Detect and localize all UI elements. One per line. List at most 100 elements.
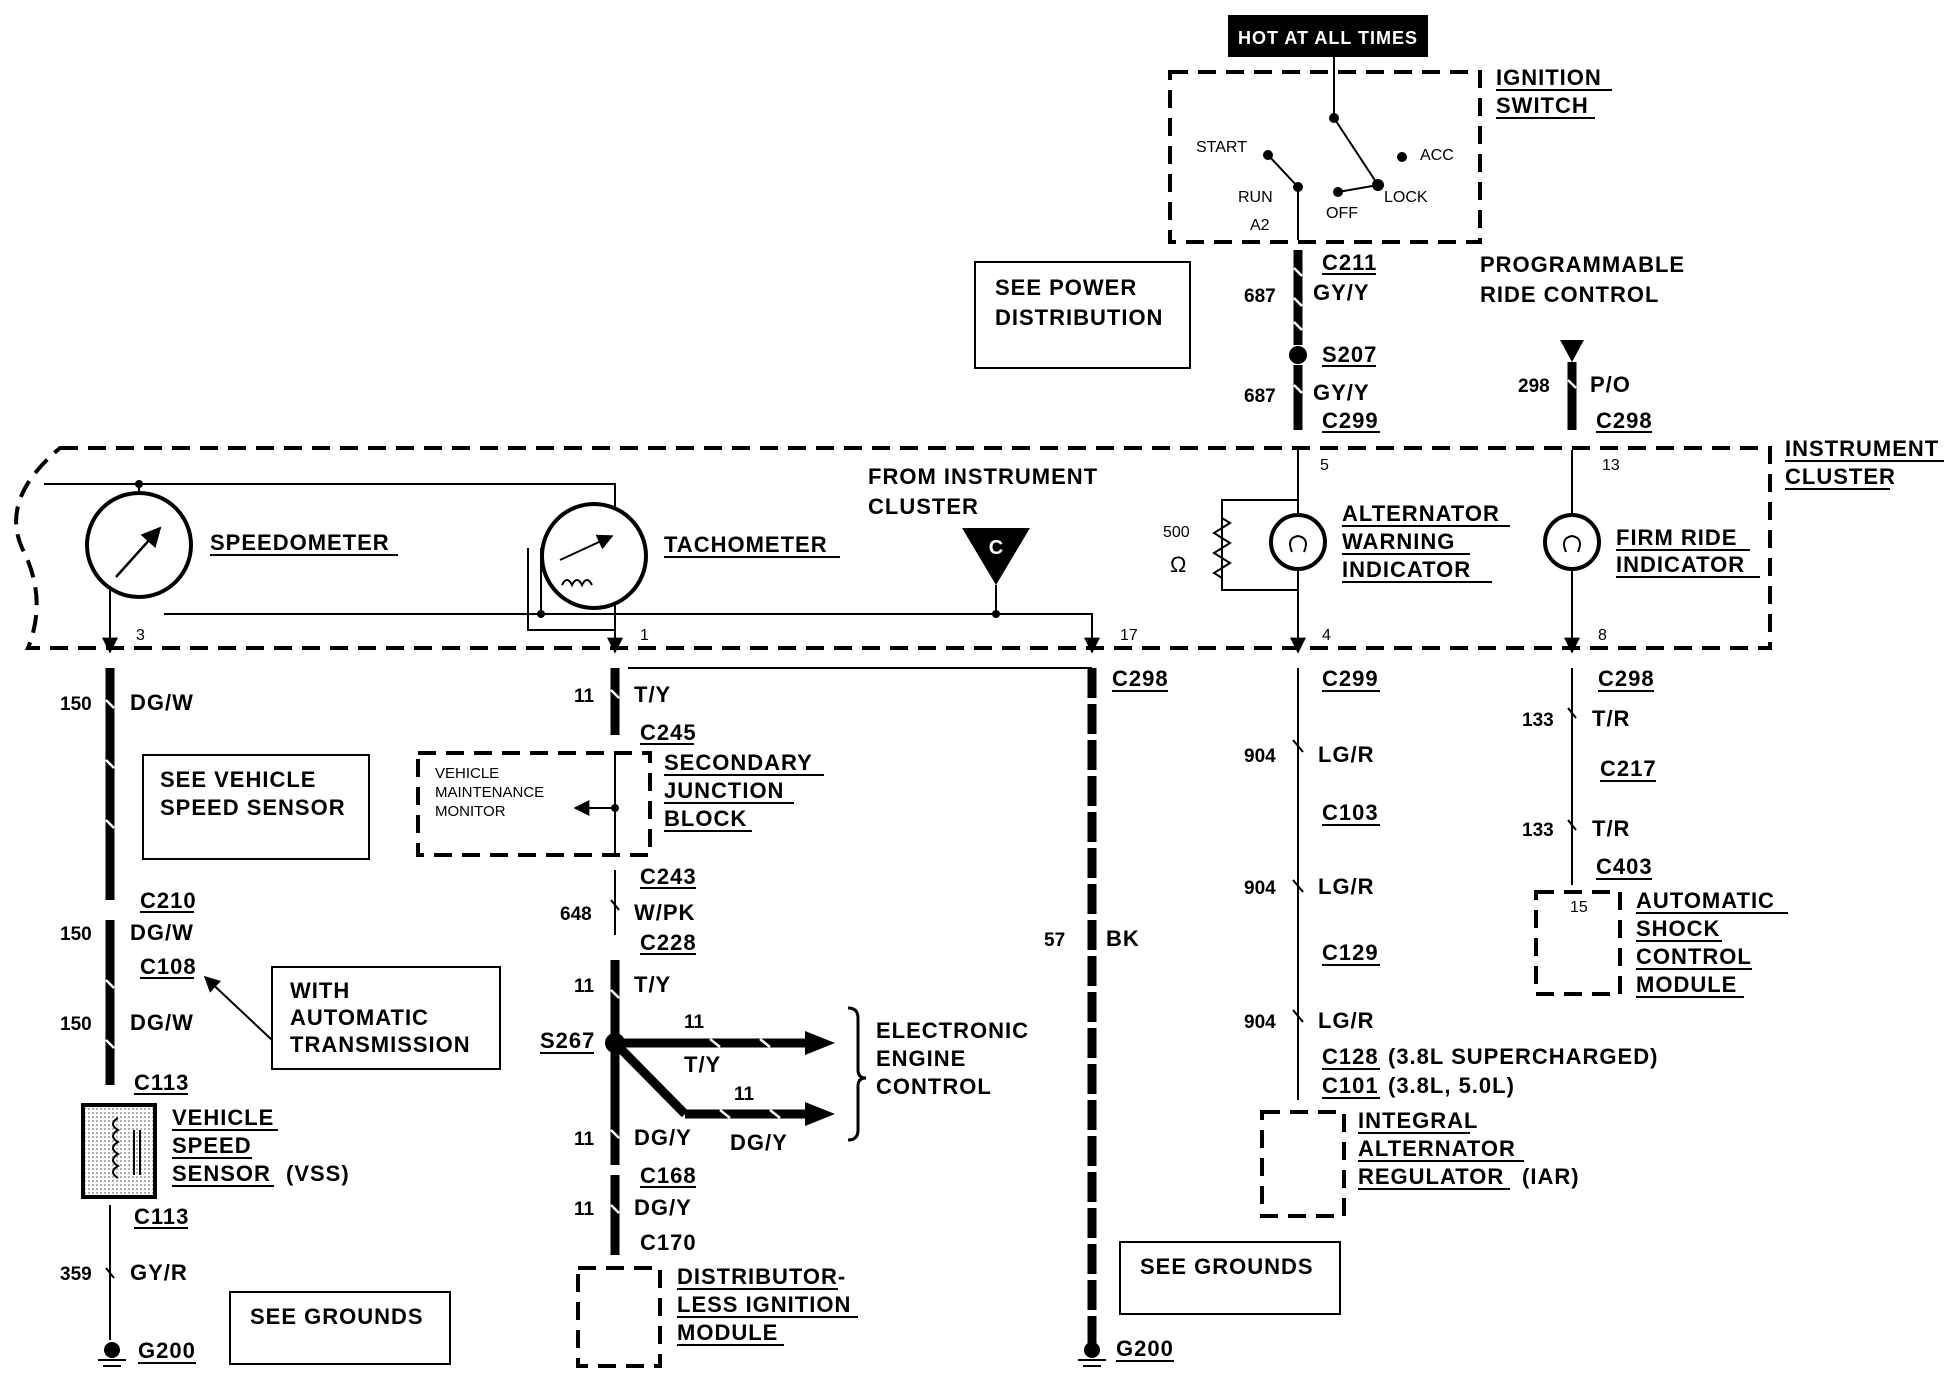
svg-text:(VSS): (VSS) <box>286 1161 350 1186</box>
svg-text:T/Y: T/Y <box>684 1052 721 1077</box>
svg-text:SENSOR: SENSOR <box>172 1161 271 1186</box>
svg-text:DG/Y: DG/Y <box>634 1195 692 1220</box>
wire-11: 11 T/Y C245 <box>574 668 696 745</box>
svg-text:DG/W: DG/W <box>130 1010 194 1035</box>
wire-57: C298 57 BK <box>628 666 1169 1345</box>
svg-text:G200: G200 <box>138 1338 196 1363</box>
svg-text:AUTOMATIC: AUTOMATIC <box>290 1005 429 1030</box>
vehicle-speed-sensor <box>81 1103 157 1199</box>
svg-text:G200: G200 <box>1116 1336 1174 1361</box>
svg-text:8: 8 <box>1598 627 1607 644</box>
svg-text:11: 11 <box>574 1199 595 1220</box>
svg-text:LOCK: LOCK <box>1384 189 1428 206</box>
svg-text:4: 4 <box>1322 627 1331 644</box>
svg-text:SEE VEHICLE: SEE VEHICLE <box>160 767 316 792</box>
svg-text:S267: S267 <box>540 1028 595 1053</box>
wire-648: C243 648 W/PK C228 <box>560 864 697 955</box>
automatic-shock-control-module-label: AUTOMATIC <box>1636 888 1775 913</box>
connector-reference-triangle: C <box>962 528 1030 585</box>
svg-text:GY/Y: GY/Y <box>1313 280 1370 305</box>
wire-687: 687 GY/Y 687 GY/Y C211 S207 C299 <box>1244 250 1380 433</box>
svg-text:LG/R: LG/R <box>1318 874 1375 899</box>
svg-text:C299: C299 <box>1322 666 1379 691</box>
svg-text:HOT AT ALL TIMES: HOT AT ALL TIMES <box>1238 28 1418 48</box>
svg-text:MAINTENANCE: MAINTENANCE <box>435 784 544 801</box>
instrument-cluster-label: INSTRUMENT <box>1785 436 1939 461</box>
ignition-switch: START ACC RUN LOCK OFF A2 <box>1168 57 1482 244</box>
svg-text:11: 11 <box>734 1084 755 1105</box>
tachometer <box>540 502 648 610</box>
svg-text:500: 500 <box>1163 524 1190 541</box>
svg-text:Ω: Ω <box>1170 552 1186 577</box>
svg-text:11: 11 <box>574 1129 595 1150</box>
svg-text:GY/Y: GY/Y <box>1313 380 1370 405</box>
svg-text:15: 15 <box>1570 899 1588 916</box>
svg-text:WARNING: WARNING <box>1342 529 1455 554</box>
svg-text:C228: C228 <box>640 930 697 955</box>
svg-text:CONTROL: CONTROL <box>1636 944 1752 969</box>
svg-text:C211: C211 <box>1322 250 1377 275</box>
svg-text:START: START <box>1196 139 1247 156</box>
alternator-warning-indicator-lamp <box>1269 513 1327 571</box>
svg-text:C101: C101 <box>1322 1073 1379 1098</box>
programmable-ride-control-label: PROGRAMMABLE <box>1480 252 1685 277</box>
wire-11-to-eec: 11 T/Y S267 11 T/Y 11 DG/Y 11 DG/Y C168 … <box>540 960 835 1255</box>
svg-text:CONTROL: CONTROL <box>876 1074 992 1099</box>
distributorless-ignition-module <box>576 1266 662 1368</box>
see-vehicle-speed-sensor-note: SEE VEHICLE SPEED SENSOR <box>142 754 370 860</box>
automatic-shock-control-module: 15 <box>1534 890 1622 996</box>
svg-text:11: 11 <box>574 686 595 707</box>
svg-text:687: 687 <box>1244 286 1276 307</box>
svg-text:OFF: OFF <box>1326 205 1358 222</box>
svg-text:SEE GROUNDS: SEE GROUNDS <box>1140 1254 1314 1279</box>
svg-text:MODULE: MODULE <box>1636 972 1737 997</box>
svg-text:13: 13 <box>1602 457 1620 474</box>
resistor-500-ohm: 500 Ω <box>1163 517 1232 579</box>
svg-text:C129: C129 <box>1322 940 1379 965</box>
svg-text:C299: C299 <box>1322 408 1379 433</box>
svg-text:(3.8L, 5.0L): (3.8L, 5.0L) <box>1388 1073 1515 1098</box>
svg-text:SPEED: SPEED <box>172 1133 252 1158</box>
svg-text:C298: C298 <box>1596 408 1653 433</box>
svg-text:T/R: T/R <box>1592 706 1630 731</box>
svg-text:C103: C103 <box>1322 800 1379 825</box>
instrument-cluster <box>14 446 1772 650</box>
svg-text:DG/Y: DG/Y <box>730 1130 788 1155</box>
svg-text:DG/W: DG/W <box>130 690 194 715</box>
svg-text:C217: C217 <box>1600 756 1657 781</box>
integral-alternator-regulator <box>1260 1110 1346 1218</box>
svg-text:CLUSTER: CLUSTER <box>868 494 979 519</box>
svg-text:SWITCH: SWITCH <box>1496 93 1589 118</box>
distributorless-ignition-module-label: DISTRIBUTOR- <box>677 1264 846 1289</box>
svg-text:RIDE CONTROL: RIDE CONTROL <box>1480 282 1659 307</box>
svg-text:INDICATOR: INDICATOR <box>1342 557 1471 582</box>
firm-ride-indicator-label: FIRM RIDE <box>1616 525 1737 550</box>
svg-text:MONITOR: MONITOR <box>435 803 506 820</box>
svg-text:ENGINE: ENGINE <box>876 1046 966 1071</box>
svg-text:C170: C170 <box>640 1230 697 1255</box>
integral-alternator-regulator-label: INTEGRAL <box>1358 1108 1478 1133</box>
svg-text:C298: C298 <box>1598 666 1655 691</box>
svg-text:687: 687 <box>1244 386 1276 407</box>
svg-text:150: 150 <box>60 924 92 945</box>
svg-text:C298: C298 <box>1112 666 1169 691</box>
secondary-junction-block-label: SECONDARY <box>664 750 813 775</box>
svg-text:LG/R: LG/R <box>1318 742 1375 767</box>
svg-text:(IAR): (IAR) <box>1522 1164 1580 1189</box>
svg-text:904: 904 <box>1244 878 1276 899</box>
svg-text:GY/R: GY/R <box>130 1260 188 1285</box>
svg-text:VEHICLE: VEHICLE <box>435 765 499 782</box>
secondary-junction-block: VEHICLE MAINTENANCE MONITOR <box>416 751 652 857</box>
svg-text:DISTRIBUTION: DISTRIBUTION <box>995 305 1163 330</box>
svg-text:(3.8L SUPERCHARGED): (3.8L SUPERCHARGED) <box>1388 1044 1658 1069</box>
svg-text:17: 17 <box>1120 627 1138 644</box>
svg-text:C403: C403 <box>1596 854 1653 879</box>
svg-text:904: 904 <box>1244 746 1276 767</box>
svg-text:TRANSMISSION: TRANSMISSION <box>290 1032 471 1057</box>
svg-text:150: 150 <box>60 694 92 715</box>
tachometer-label: TACHOMETER <box>664 532 828 557</box>
ground-g200-left: G200 <box>98 1338 196 1367</box>
svg-text:C108: C108 <box>140 954 197 979</box>
svg-text:BLOCK: BLOCK <box>664 806 747 831</box>
svg-text:C113: C113 <box>134 1204 189 1229</box>
